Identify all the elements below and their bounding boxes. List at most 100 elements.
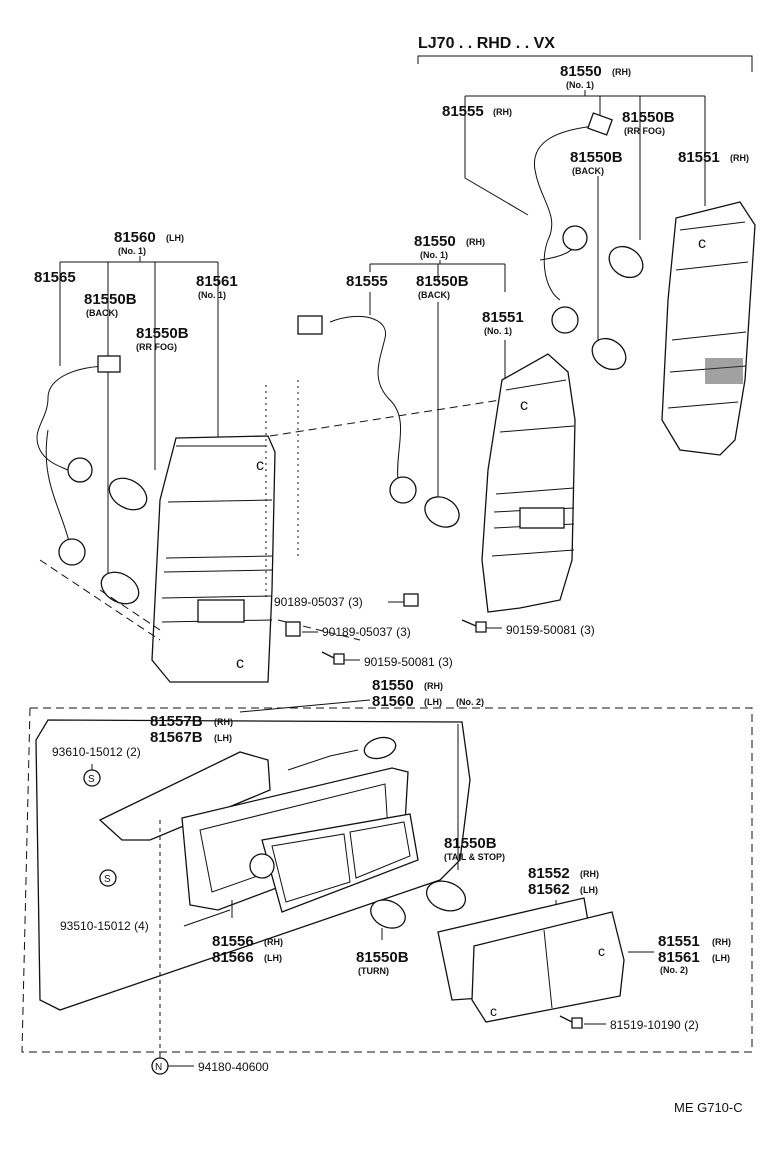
tail-stop-bulb-note: (TAIL & STOP) (444, 852, 505, 862)
lh-lamp-reflector (197, 599, 245, 623)
mid-harness-wire (329, 315, 402, 481)
rh-fog-bulb-part: 81550B (622, 109, 675, 126)
lh-harness-wire (36, 365, 105, 546)
bolt-b-label: 90189-05037 (3) (322, 625, 411, 639)
rh-lamp-mark: c (698, 235, 706, 252)
no2-b-part: 81560 (372, 693, 414, 710)
mid-no1-note: (No. 1) (420, 250, 448, 260)
lh-81565-part: 81565 (34, 269, 76, 286)
lh-81561-part: 81561 (196, 273, 238, 290)
screw-b-icon (321, 651, 345, 665)
rh-81551-side: (RH) (730, 153, 749, 163)
lens-gasket-lh-part: 81562 (528, 881, 570, 898)
rh-back-bulb-note: (BACK) (572, 166, 604, 176)
lens-lh-note: (No. 2) (660, 965, 688, 975)
no2-a-part: 81550 (372, 677, 414, 694)
turn-bulb-part: 81550B (356, 949, 409, 966)
lh-socket-lower (58, 538, 86, 566)
clip-bottom-symbol: S (104, 874, 111, 885)
gasket-rh-side: (RH) (214, 717, 233, 727)
lens-rh-part: 81551 (658, 933, 700, 950)
lh-back-bulb-note: (BACK) (86, 308, 118, 318)
bolt-b-icon (285, 621, 301, 637)
housing-wire (287, 749, 359, 771)
bolt-a-icon (403, 593, 419, 607)
mid-no1-side: (RH) (466, 237, 485, 247)
no2-a-side: (RH) (424, 681, 443, 691)
mid-81551-note: (No. 1) (484, 326, 512, 336)
lens-screw-label: 81519-10190 (2) (610, 1018, 699, 1032)
screw-a-icon (461, 619, 487, 633)
housing-socket-bulb (363, 736, 397, 760)
lens-gasket-lh-side: (LH) (580, 885, 598, 895)
housing-rh-part: 81556 (212, 933, 254, 950)
no2-b-note: (No. 2) (456, 697, 484, 707)
header-bracket (417, 55, 753, 72)
rh-lamp-body (661, 201, 756, 456)
tail-stop-bulb-part: 81550B (444, 835, 497, 852)
lens-mark: c (598, 943, 605, 959)
lh-no1-part: 81560 (114, 229, 156, 246)
housing-lh-part: 81566 (212, 949, 254, 966)
diagram-code: ME G710-C (674, 1100, 743, 1115)
rh-back-bulb (591, 337, 627, 371)
mid-no1-group: 81550 (RH) (No. 1) 81555 81550B (BACK) 8… (297, 233, 576, 613)
lh-fog-bulb-part: 81550B (136, 325, 189, 342)
tail-stop-bulb (425, 880, 467, 912)
rh-no1-note: (No. 1) (566, 80, 594, 90)
body-panel-outline (39, 399, 501, 641)
lh-fog-bulb-note: (RR FOG) (136, 342, 177, 352)
mid-lamp-mark: c (520, 397, 528, 414)
lh-no1-group: 81560 (LH) (No. 1) 81565 81550B (BACK) 8… (34, 229, 276, 683)
lh-81561-note: (No. 1) (198, 290, 226, 300)
rh-no1-group: 81550 (RH) (No. 1) 81555 (RH) 81550B (RR… (442, 63, 756, 456)
gasket-rh-part: 81557B (150, 713, 203, 730)
lh-lamp-mark-lower: c (236, 655, 244, 672)
rh-81555-part: 81555 (442, 103, 484, 120)
lens-lh-side: (LH) (712, 953, 730, 963)
mid-81551-part: 81551 (482, 309, 524, 326)
screw-b-label: 90159-50081 (3) (364, 655, 453, 669)
housing-socket (249, 853, 275, 879)
lh-socket-upper (67, 457, 93, 483)
mid-back-bulb-part: 81550B (416, 273, 469, 290)
lh-back-bulb-part: 81550B (84, 291, 137, 308)
lh-connector (97, 355, 121, 373)
model-header: LJ70 . . RHD . . VX (418, 35, 555, 52)
lh-no1-note: (No. 1) (118, 246, 146, 256)
lh-fog-bulb (108, 477, 148, 511)
rh-fog-bulb (608, 245, 644, 279)
rh-fog-bulb-note: (RR FOG) (624, 126, 665, 136)
mid-no1-part: 81550 (414, 233, 456, 250)
no2-dashed-frame (21, 707, 753, 1053)
screw-a-label: 90159-50081 (3) (506, 623, 595, 637)
clip-top-symbol: S (88, 774, 95, 785)
mid-lamp-body (481, 353, 576, 613)
rh-connector (587, 112, 613, 136)
gasket-lh-part: 81567B (150, 729, 203, 746)
rh-socket-upper (562, 225, 588, 251)
lh-no1-side: (LH) (166, 233, 184, 243)
mounting-bracket (98, 751, 271, 841)
bolt-a-label: 90189-05037 (3) (274, 595, 363, 609)
lens-rh-side: (RH) (712, 937, 731, 947)
reflector-frame (261, 813, 419, 913)
turn-bulb-note: (TURN) (358, 966, 389, 976)
clip-bottom-icon (99, 869, 117, 887)
nut-symbol: N (155, 1062, 162, 1073)
nut-label: 94180-40600 (198, 1060, 269, 1074)
lens-mark-lower: c (490, 1003, 497, 1019)
clip-top-label: 93610-15012 (2) (52, 745, 141, 759)
lens-gasket-rh-part: 81552 (528, 865, 570, 882)
rh-socket-lower (551, 306, 579, 334)
clip-top-icon (83, 769, 101, 787)
mid-81555-part: 81555 (346, 273, 388, 290)
rh-back-bulb-part: 81550B (570, 149, 623, 166)
housing-rh-side: (RH) (264, 937, 283, 947)
no2-b-side: (LH) (424, 697, 442, 707)
fasteners-group: 90189-05037 (3) 90189-05037 (3) 90159-50… (274, 593, 595, 669)
lh-back-bulb (100, 571, 140, 605)
mid-socket (389, 476, 417, 504)
mid-back-bulb-note: (BACK) (418, 290, 450, 300)
